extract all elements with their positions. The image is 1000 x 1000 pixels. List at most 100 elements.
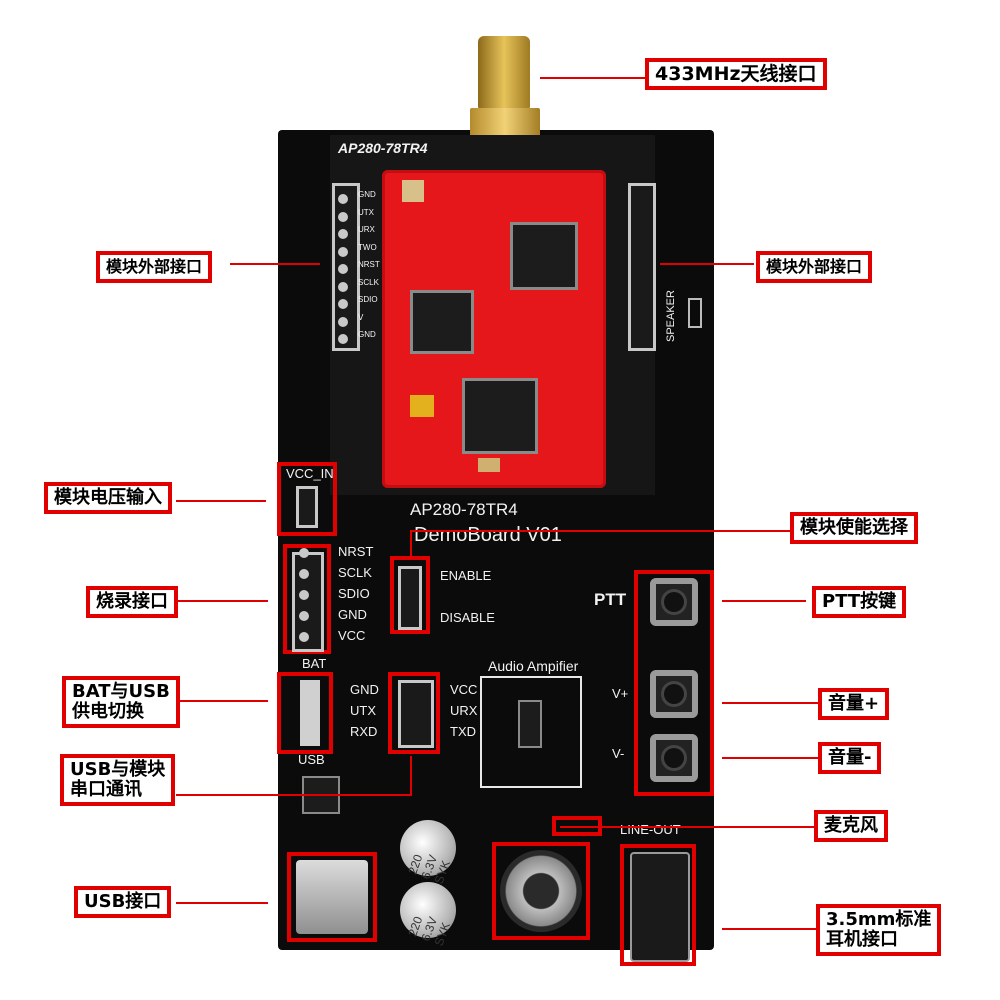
left-header-pins-label-0: GND: [358, 190, 376, 199]
power-switch-highlight: [277, 672, 333, 754]
amp-label: Audio Ampifier: [488, 658, 579, 674]
serial-jumpers: [398, 680, 434, 748]
serial-pins-label-0: VCC: [450, 682, 478, 697]
callout-ext-left: 模块外部接口: [96, 251, 213, 283]
callout-jack-line1: 3.5mm标准: [826, 909, 932, 930]
left-header-pins-label-8: GND: [358, 330, 376, 339]
mcu-chip: [510, 222, 578, 290]
usb-port-leader: [176, 902, 268, 904]
mic-leader: [560, 826, 816, 828]
callout-power-switch-line1: BAT与USB: [72, 681, 170, 702]
mic-highlight: [492, 842, 590, 940]
callout-mic: 麦克风: [814, 810, 888, 842]
prog-pins-label-3: GND: [338, 607, 367, 622]
switch-pins-label-0: GND: [350, 682, 379, 697]
vplus-silk-label: V+: [612, 686, 629, 701]
power-switch-leader: [176, 700, 268, 702]
ipex-connector: [402, 180, 424, 202]
enable-leader-drop: [410, 530, 412, 556]
left-header-pins-pin-1: [338, 211, 348, 222]
usb-port-highlight: [287, 852, 377, 942]
amp-chip: [518, 700, 542, 748]
right-external-header: [628, 183, 656, 351]
board-title-line1: AP280-78TR4: [410, 500, 518, 519]
left-header-pins-label-4: NRST: [358, 260, 380, 269]
vcc-in-leader: [176, 500, 266, 502]
ptt-leader: [722, 600, 806, 602]
bat-label: BAT: [302, 656, 327, 671]
usb-silk-label: USB: [298, 752, 325, 767]
prog-pins-label-0: NRST: [338, 544, 374, 559]
callout-ptt: PTT按键: [812, 586, 907, 618]
prog-pins-pin-2: [299, 590, 309, 600]
enable-jumper: [398, 566, 422, 630]
serial-pins-label-2: TXD: [450, 724, 476, 739]
tantalum-cap: [410, 395, 434, 417]
crystal: [478, 458, 500, 472]
switch-pins-label-2: RXD: [350, 724, 378, 739]
electrolytic-cap-2: 220 6.3V SYK: [400, 882, 456, 948]
prog-pins-label-2: SDIO: [338, 586, 370, 601]
burn-leader: [176, 600, 268, 602]
vcc-in-highlight: [277, 462, 337, 536]
vcc-in-jumper: [296, 486, 318, 528]
audio-jack: [630, 852, 690, 962]
left-header-pins-label-3: TWO: [358, 242, 377, 252]
amp-outline: [480, 676, 582, 788]
prog-pins-pin-0: [299, 548, 309, 558]
sma-antenna-connector: [478, 36, 530, 112]
prog-pins-pin-4: [299, 632, 309, 642]
callout-ext-right: 模块外部接口: [756, 251, 873, 283]
prog-pins-pin-1: [299, 569, 309, 579]
left-header-pins-pin-8: [338, 334, 348, 344]
radio-module: [382, 170, 606, 488]
enable-label: ENABLE: [440, 568, 492, 583]
enable-leader: [410, 530, 790, 532]
serial-jumper-highlight: [388, 672, 440, 754]
left-header-pins-pin-3: [338, 246, 348, 257]
microphone: [500, 850, 582, 932]
vol-up-leader: [722, 702, 822, 704]
switch-pins-label-1: UTX: [350, 703, 376, 718]
callout-power-switch-line2: 供电切换: [72, 701, 144, 722]
enable-jumper-highlight: [390, 556, 430, 634]
audio-chip: [462, 378, 538, 454]
left-header-pins-pin-7: [338, 316, 348, 327]
callout-usb-serial-line1: USB与模块: [70, 759, 166, 780]
vminus-silk-label: V-: [612, 746, 625, 761]
prog-pins-label-4: VCC: [338, 628, 366, 643]
jack-leader: [722, 928, 820, 930]
left-header-pins-label-2: URX: [358, 225, 375, 234]
left-header-pins-pin-6: [338, 299, 348, 309]
left-header-pins-label-6: SDIO: [358, 295, 378, 304]
usb-serial-leader-rise: [410, 756, 412, 796]
electrolytic-cap-1: 220 6.3V SYK: [400, 820, 456, 886]
left-header-pins-label-7: V: [358, 312, 364, 322]
volume-up-button[interactable]: [650, 670, 698, 718]
callout-antenna: 433MHz天线接口: [645, 58, 827, 90]
callout-jack: 3.5mm标准 耳机接口: [816, 904, 942, 956]
left-header-pins-label-1: UTX: [358, 207, 374, 217]
callout-usb-port: USB接口: [74, 886, 172, 918]
antenna-leader: [540, 77, 650, 79]
ext-left-leader: [230, 263, 320, 265]
callout-vol-up: 音量+: [818, 688, 890, 720]
ptt-button[interactable]: [650, 578, 698, 626]
board-title-line2: DemoBoard V01: [414, 524, 562, 546]
left-header-pins-pin-0: [338, 194, 348, 204]
callout-power-switch: BAT与USB 供电切换: [62, 676, 180, 728]
rf-chip: [410, 290, 474, 354]
prog-header-highlight: [283, 544, 331, 654]
callout-vcc-in: 模块电压输入: [44, 482, 172, 514]
speaker-label: SPEAKER: [665, 290, 677, 342]
left-header-pins-pin-2: [338, 229, 348, 239]
callout-enable-select: 模块使能选择: [790, 512, 918, 544]
lineout-label: LINE-OUT: [620, 822, 681, 837]
ext-right-leader: [660, 263, 754, 265]
prog-pins-pin-3: [299, 611, 309, 621]
volume-down-button[interactable]: [650, 734, 698, 782]
mini-usb-port: [296, 860, 368, 934]
power-slide-switch[interactable]: [300, 680, 320, 746]
buttons-highlight: [634, 570, 714, 796]
callout-burn: 烧录接口: [86, 586, 178, 618]
